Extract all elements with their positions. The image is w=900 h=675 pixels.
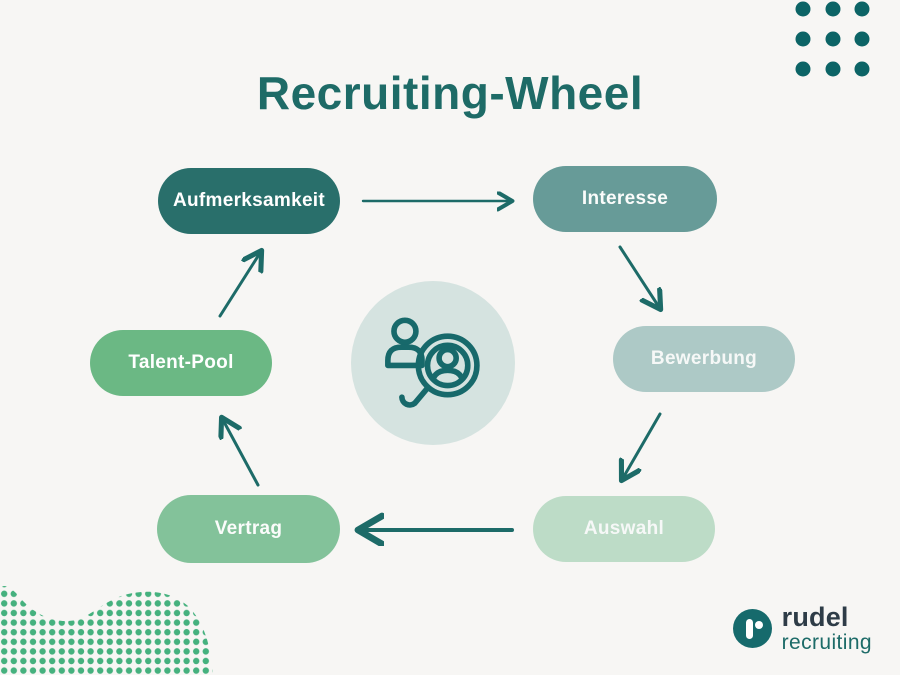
stage-label: Talent-Pool [128, 352, 234, 373]
stage-label: Interesse [581, 188, 669, 209]
stage-vertrag: Vertrag [157, 495, 340, 563]
center-hub [351, 281, 515, 445]
brand-subtitle: recruiting [781, 630, 872, 654]
stage-aufmerksamkeit: Aufmerksamkeit [158, 168, 340, 234]
stage-label: Aufmerksamkeit [172, 190, 326, 211]
halftone-blob-decoration [0, 585, 213, 675]
rudel-logo-icon [732, 609, 772, 649]
brand-logo: rudel recruiting [732, 602, 872, 654]
arrow-interesse-to-bewerbung [618, 245, 659, 307]
arrow-bewerbung-to-auswahl [623, 412, 662, 478]
page-title: Recruiting-Wheel [256, 67, 644, 119]
person-search-icon [385, 317, 480, 408]
stage-auswahl: Auswahl [533, 496, 715, 562]
arrow-talentpool-to-aufmerksamkeit [218, 253, 260, 318]
arrow-vertrag-to-talentpool [223, 420, 260, 487]
stage-label: Bewerbung [650, 348, 758, 369]
stage-bewerbung: Bewerbung [613, 326, 795, 392]
stage-label: Auswahl [583, 518, 665, 539]
dot-grid-decoration [795, 1, 870, 77]
stage-interesse: Interesse [533, 166, 717, 232]
stage-label: Vertrag [214, 518, 283, 539]
brand-name: rudel [781, 602, 849, 633]
stage-talent-pool: Talent-Pool [90, 330, 272, 396]
